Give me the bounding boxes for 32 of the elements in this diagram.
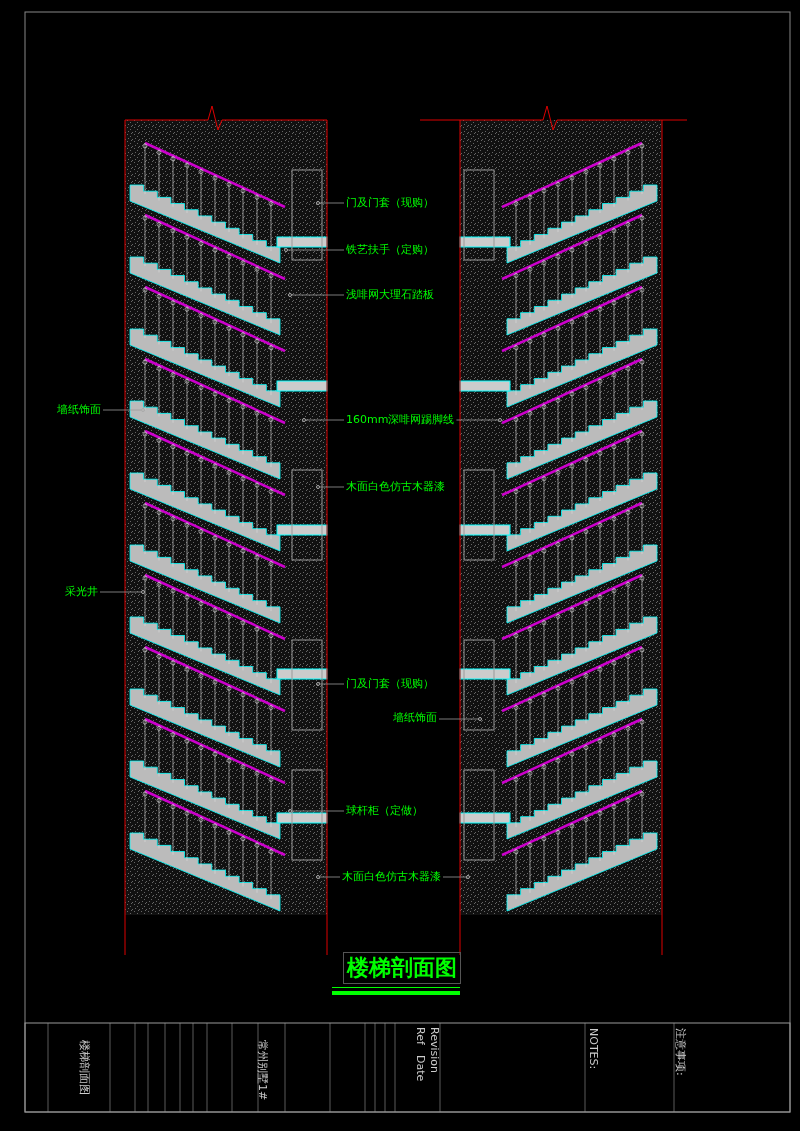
leader-line <box>319 683 345 685</box>
drawing-title: 楼梯剖面图 <box>343 952 461 984</box>
callout-label: 160mm深啡网踢脚线 <box>346 413 455 427</box>
leader-line <box>438 718 479 720</box>
title-block-text: Date <box>414 1055 427 1082</box>
leader-line <box>319 876 341 878</box>
leader-line <box>102 409 142 411</box>
leader-line <box>319 486 345 488</box>
callout-label: 浅啡网大理石踏板 <box>346 288 434 302</box>
leader-line <box>456 419 499 421</box>
leader-line <box>291 810 345 812</box>
callout-label: 墙纸饰面 <box>393 711 437 725</box>
callout-label: 门及门套（现购） <box>346 196 434 210</box>
callout-label: 墙纸饰面 <box>57 403 101 417</box>
title-block-text: NOTES: <box>587 1028 600 1070</box>
callout-label: 门及门套（现购） <box>346 677 434 691</box>
leader-line <box>305 419 345 421</box>
callout-label: 木面白色仿古木器漆 <box>342 870 441 884</box>
title-block-text: 楼梯剖面图 <box>77 1040 92 1095</box>
callout-label: 球杆柜（定做） <box>346 804 423 818</box>
leader-line <box>442 876 467 878</box>
leader-line <box>99 591 142 593</box>
title-block-text: 注意事项: <box>673 1028 688 1076</box>
leader-line <box>319 202 345 204</box>
callout-label: 采光井 <box>65 585 98 599</box>
title-block-text: 常州别墅1# <box>255 1040 270 1101</box>
callout-label: 铁艺扶手（定购） <box>346 243 434 257</box>
leader-line <box>287 249 345 251</box>
title-block-text: Revision <box>428 1027 441 1073</box>
title-block-text: Ref <box>414 1027 427 1045</box>
callout-label: 木面白色仿古木器漆 <box>346 480 445 494</box>
leader-line <box>291 294 345 296</box>
